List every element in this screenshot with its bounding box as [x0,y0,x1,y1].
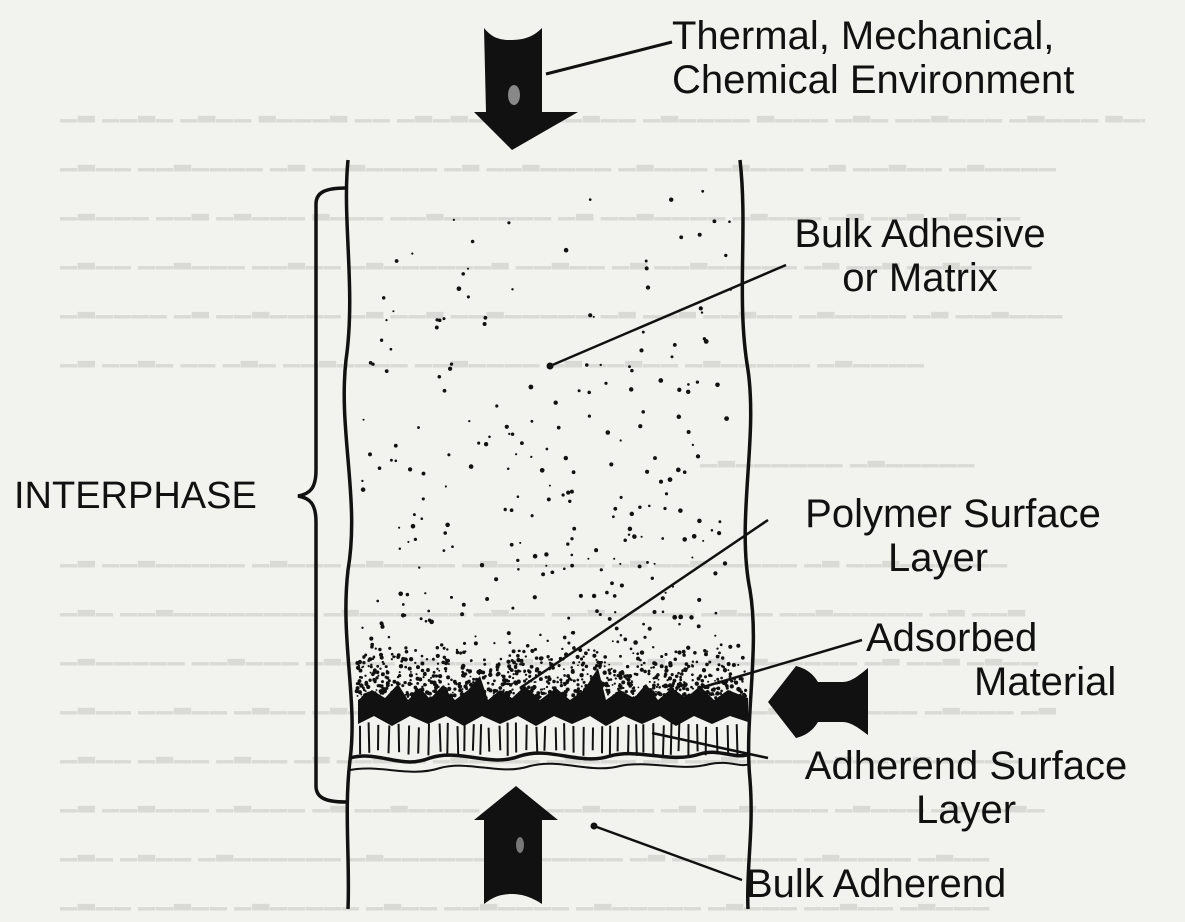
adherend-interface-line [350,752,750,762]
environment-arrow-down [474,28,578,150]
label-adherend-surface-line2: Layer [766,788,1166,832]
label-bulk-adhesive: Bulk Adhesive or Matrix [770,212,1070,300]
leader-line-bulk-adherend [594,826,742,880]
adsorbed-material-band [358,668,748,726]
label-adsorbed-line1: Adsorbed [866,616,1146,660]
label-interphase: INTERPHASE [14,474,257,518]
label-polymer-surface-line1: Polymer Surface [768,492,1138,536]
label-bulk-adhesive-line1: Bulk Adhesive [770,212,1070,256]
label-polymer-surface-line2: Layer [768,536,1138,580]
leader-dot [547,363,554,370]
leader-line-adherend-surface [652,733,768,758]
label-environment-line2: Chemical Environment [672,58,1074,102]
label-polymer-surface: Polymer Surface Layer [768,492,1138,580]
label-bulk-adhesive-line2: or Matrix [770,256,1070,300]
label-adsorbed: Adsorbed Material [866,616,1146,704]
leader-dot [591,823,598,830]
label-environment: Thermal, Mechanical, Chemical Environmen… [672,14,1074,102]
interphase-left-wall [344,160,352,909]
label-bulk-adherend: Bulk Adherend [746,862,1006,906]
adsorbed-arrow-left [768,666,868,738]
adherend-interface-line-2 [350,763,750,772]
leader-line-adsorbed [700,640,862,688]
label-environment-line1: Thermal, Mechanical, [672,14,1074,58]
leader-line-bulk-adhesive [550,265,786,366]
label-adherend-surface: Adherend Surface Layer [766,744,1166,832]
label-adsorbed-line2: Material [866,660,1146,704]
polymer-surface-stipple [355,640,748,700]
leader-line-environment [546,42,672,74]
adherend-arrow-up [474,786,558,904]
label-adherend-surface-line1: Adherend Surface [766,744,1166,788]
interphase-brace [298,188,346,802]
